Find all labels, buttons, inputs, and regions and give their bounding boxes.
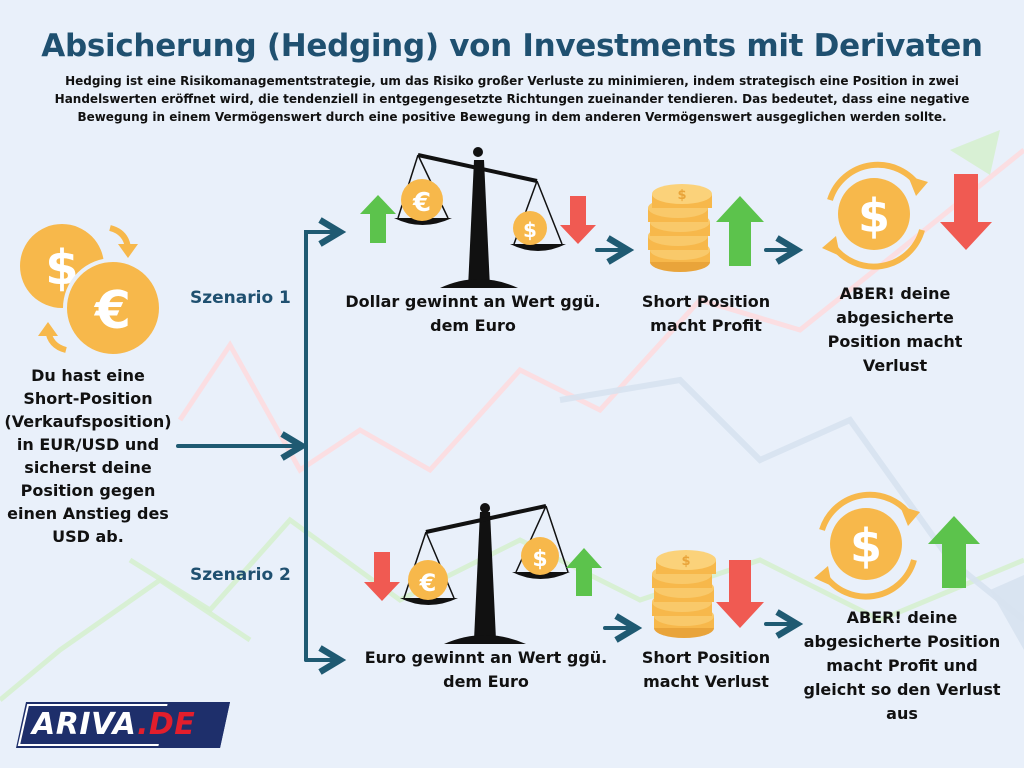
flow-connectors (176, 217, 804, 675)
svg-text:$: $ (681, 554, 690, 569)
svg-text:$: $ (523, 218, 537, 242)
logo-accent: .DE (136, 707, 196, 742)
balance-scale-icon-scenario2: € $ (400, 503, 570, 644)
page-title: Absicherung (Hedging) von Investments mi… (41, 28, 983, 64)
currency-exchange-icon: $ € (20, 224, 163, 358)
scenario2-scale-text: Euro gewinnt an Wert ggü. dem Euro (364, 648, 608, 691)
arrow-down-icon (940, 174, 992, 250)
arrow-up-icon (716, 196, 764, 266)
coin-stack-icon-scenario2: $ (652, 550, 716, 638)
scenario1-label: Szenario 1 (190, 288, 291, 308)
intro-text: Hedging ist eine Risikomanagementstrateg… (54, 74, 970, 124)
svg-text:$: $ (850, 519, 882, 573)
svg-text:$: $ (858, 189, 890, 243)
svg-text:€: € (94, 281, 131, 341)
svg-text:€: € (412, 188, 431, 218)
arrow-down-icon (716, 560, 764, 628)
dollar-refresh-icon-scenario2: $ (814, 491, 920, 600)
svg-text:€: € (419, 569, 437, 597)
arrow-down-icon (560, 196, 596, 244)
dollar-refresh-icon-scenario1: $ (822, 161, 928, 270)
ariva-logo (16, 702, 230, 748)
scenario2-label: Szenario 2 (190, 565, 291, 585)
coin-stack-icon-scenario1: $ (648, 184, 712, 272)
balance-scale-icon-scenario1: € $ (394, 147, 566, 288)
arrow-up-icon (566, 548, 602, 596)
scenario1-position-text: Short Position macht Profit (641, 292, 771, 335)
arrow-up-icon (360, 195, 396, 243)
start-position-text: Du hast eine Short-Position (Verkaufspos… (4, 366, 172, 546)
logo-main: ARIVA (32, 707, 137, 742)
scenario2-result-text: ABER! deine abgesicherte Position macht … (803, 608, 1001, 723)
scenario1-result-text: ABER! deine abgesicherte Position macht … (827, 284, 963, 375)
arrow-down-icon (364, 552, 400, 601)
svg-text:$: $ (532, 547, 547, 572)
ariva-logo-text: ARIVA.DE (32, 707, 195, 742)
arrow-up-icon (928, 516, 980, 588)
scenario2-position-text: Short Position macht Verlust (641, 648, 771, 691)
scenario1-scale-text: Dollar gewinnt an Wert ggü. dem Euro (345, 292, 601, 335)
svg-text:$: $ (677, 188, 686, 203)
